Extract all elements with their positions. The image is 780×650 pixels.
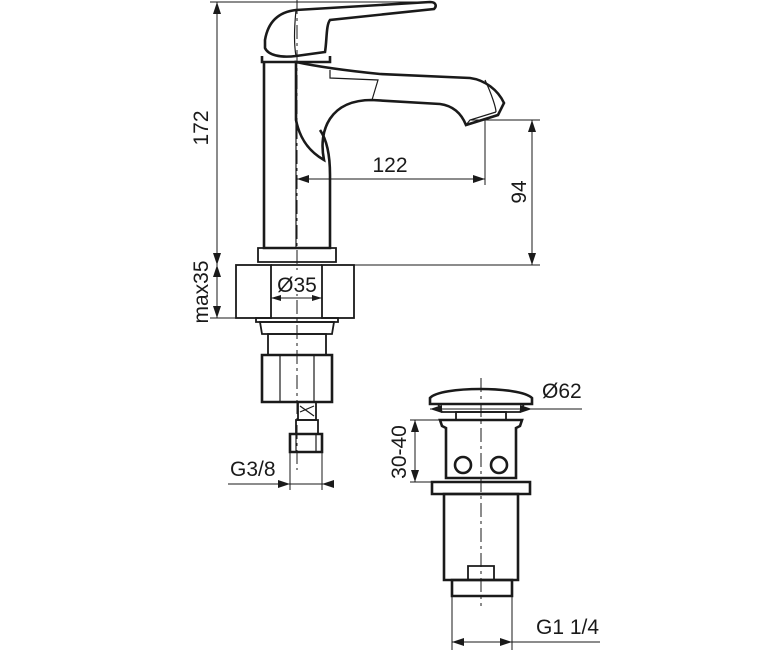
overflow-hole-right	[489, 455, 509, 475]
faucet-spout	[294, 60, 506, 163]
label-g38: G3/8	[230, 458, 276, 481]
label-max35: max35	[190, 260, 213, 323]
drain-lower-body	[442, 492, 520, 582]
label-94: 94	[508, 180, 531, 204]
drain-upper-body	[438, 418, 524, 480]
dim-drain-cap: Ø62	[430, 380, 582, 413]
dim-hole-diameter: Ø35	[271, 270, 322, 301]
drain-valve	[428, 387, 534, 598]
label-122: 122	[372, 154, 407, 177]
dim-drain-thread: G1 1/4	[451, 596, 600, 650]
dim-supply-thread: G3/8	[228, 452, 334, 490]
label-hole-diameter: Ø35	[277, 274, 317, 297]
label-30-40: 30-40	[388, 425, 411, 479]
dim-spout-height: 94	[354, 119, 540, 266]
faucet-body	[257, 0, 506, 263]
overflow-hole-left	[453, 455, 473, 475]
faucet-fixing	[255, 317, 339, 454]
dim-spout-reach: 122	[297, 120, 486, 185]
mounting-nut	[260, 353, 334, 404]
dim-height-total: 172	[190, 1, 430, 265]
drain-cap	[428, 387, 534, 406]
dim-drain-adjust: 30-40	[388, 419, 440, 483]
label-g114: G1 1/4	[536, 616, 599, 639]
label-drain-cap-diameter: Ø62	[542, 380, 582, 403]
faucet-handle	[263, 0, 437, 58]
dim-max-counter: max35	[190, 260, 256, 324]
supply-hose-fitting	[288, 432, 324, 454]
label-172: 172	[190, 110, 213, 145]
